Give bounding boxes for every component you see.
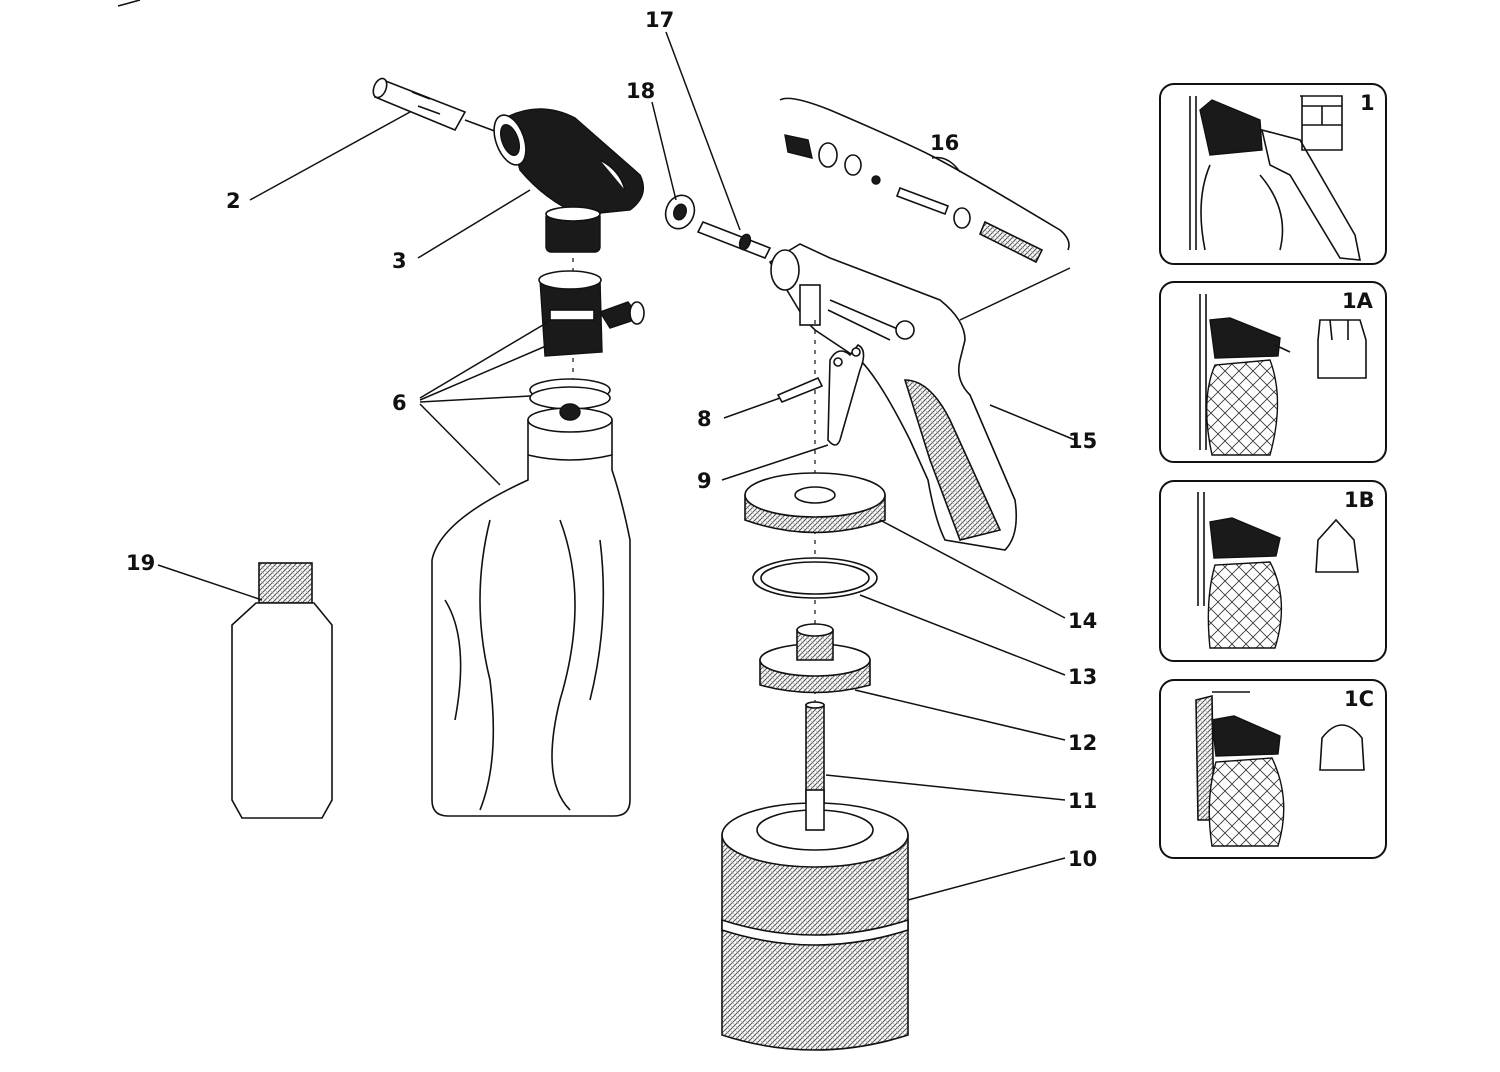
part-9-trigger xyxy=(827,343,865,446)
inset-1a-label: 1A xyxy=(1342,289,1374,313)
inset-1c: 1C xyxy=(1159,679,1387,859)
label-part-12: 12 xyxy=(1068,731,1097,755)
label-part-10: 10 xyxy=(1068,847,1097,871)
part-labels: 2 3 6 19 18 17 16 8 9 15 14 13 12 11 10 xyxy=(126,8,1097,871)
inset-1b: 1B xyxy=(1159,480,1387,662)
corner-mark xyxy=(117,0,141,7)
part-8-screw xyxy=(776,376,824,404)
part-16-internal-parts xyxy=(779,97,1070,264)
part-19-bottle xyxy=(231,562,333,819)
label-part-16: 16 xyxy=(930,131,959,155)
label-part-17: 17 xyxy=(645,8,674,32)
part-12-valve-assembly xyxy=(759,623,871,694)
part-15-gun-body xyxy=(768,243,1018,551)
inset-1b-label: 1B xyxy=(1344,488,1375,512)
label-part-2: 2 xyxy=(226,189,241,213)
part-17-valve-pin xyxy=(696,220,772,260)
label-part-13: 13 xyxy=(1068,665,1097,689)
inset-1-label: 1 xyxy=(1360,91,1375,115)
part-2-nozzle-tube xyxy=(372,77,501,134)
part-13-seal-ring xyxy=(752,557,878,599)
part-10-cup xyxy=(721,789,909,1051)
label-part-19: 19 xyxy=(126,551,155,575)
leader-lines xyxy=(157,31,1076,901)
inset-1: 1 xyxy=(1159,83,1387,265)
part-14-lid xyxy=(744,472,886,534)
inset-1c-label: 1C xyxy=(1344,687,1374,711)
label-part-9: 9 xyxy=(697,469,712,493)
inset-1a: 1A xyxy=(1159,281,1387,463)
label-part-15: 15 xyxy=(1068,429,1097,453)
label-part-3: 3 xyxy=(392,249,407,273)
label-part-6: 6 xyxy=(392,391,407,415)
part-3-nozzle-head xyxy=(493,108,644,253)
label-part-18: 18 xyxy=(626,79,655,103)
label-part-11: 11 xyxy=(1068,789,1097,813)
part-18-washer xyxy=(664,194,696,230)
label-part-8: 8 xyxy=(697,407,712,431)
part-6-bag-container xyxy=(431,403,631,817)
label-part-14: 14 xyxy=(1068,609,1097,633)
part-6-adapter-set xyxy=(529,270,645,410)
